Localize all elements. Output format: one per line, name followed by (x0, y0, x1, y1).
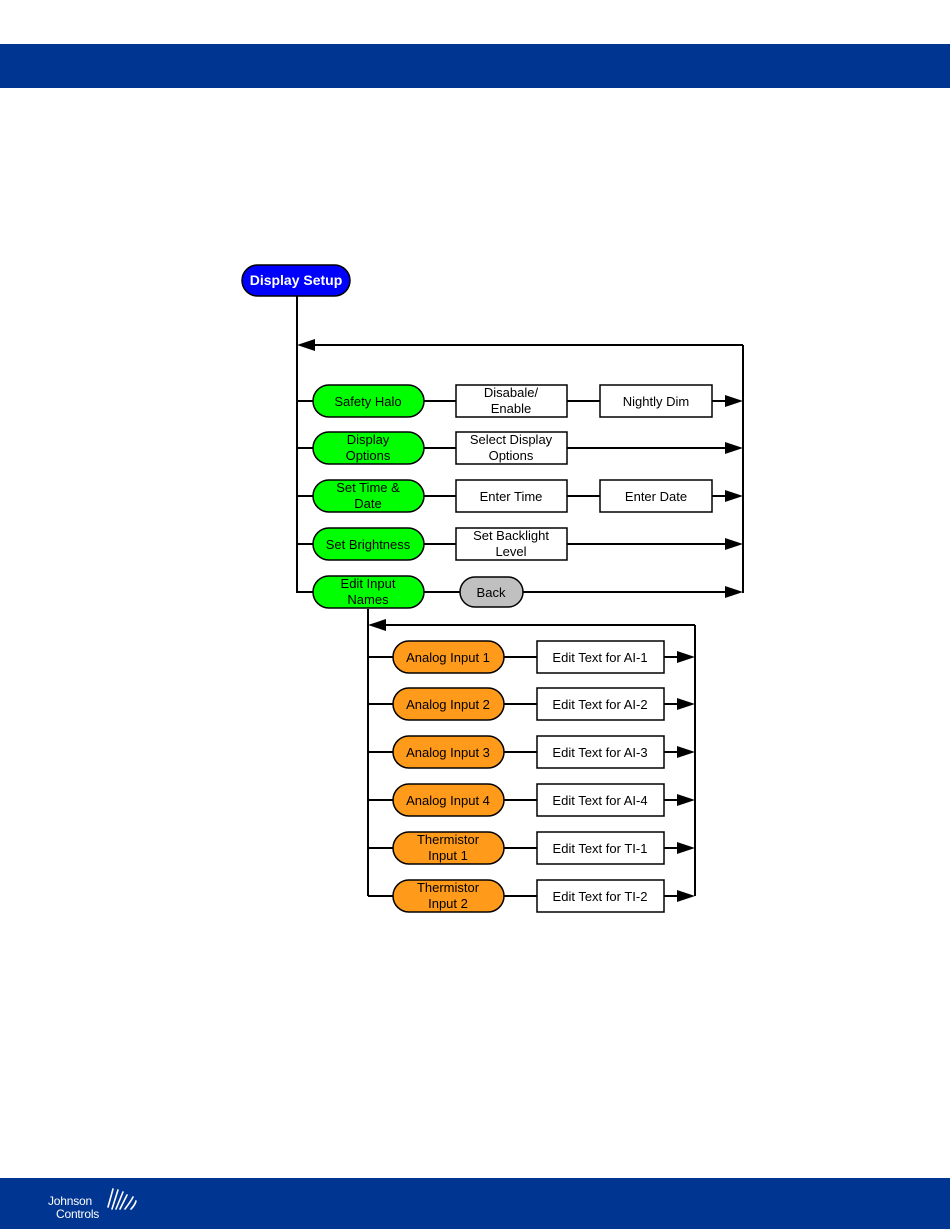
sub-node-analog-input-3: Analog Input 3 (392, 735, 505, 769)
svg-text:Edit Text for AI-2: Edit Text for AI-2 (552, 697, 647, 712)
svg-text:Edit Text for AI-1: Edit Text for AI-1 (552, 650, 647, 665)
menu-node-edit-input-names: Edit Input Names (312, 575, 425, 609)
svg-text:Names: Names (347, 592, 389, 607)
menu-node-safety-halo: Safety Halo (312, 384, 425, 418)
svg-text:Edit Text for TI-2: Edit Text for TI-2 (553, 889, 648, 904)
svg-text:Date: Date (354, 496, 381, 511)
logo-text: Johnson Controls (48, 1195, 99, 1221)
arrow-right-icon (725, 395, 743, 407)
svg-text:Enter Date: Enter Date (625, 489, 687, 504)
svg-text:Enable: Enable (491, 401, 531, 416)
svg-text:Back: Back (477, 585, 506, 600)
logo-mark-icon (107, 1188, 137, 1210)
sub-node-thermistor-input-2: Thermistor Input 2 (392, 879, 505, 913)
svg-text:Level: Level (495, 544, 526, 559)
svg-text:Options: Options (489, 448, 534, 463)
sub-node-analog-input-2: Analog Input 2 (392, 687, 505, 721)
sub-node-thermistor-input-1: Thermistor Input 1 (392, 831, 505, 865)
step-enter-time: Enter Time (455, 479, 568, 513)
step-disable-enable: Disabale/ Enable (455, 384, 568, 418)
root-node-label: Display Setup (250, 272, 343, 288)
arrow-right-icon (725, 586, 743, 598)
logo-line-2: Controls (56, 1207, 100, 1221)
header-bar (0, 44, 950, 88)
step-select-display-options: Select Display Options (455, 431, 568, 465)
menu-node-set-time-date: Set Time & Date (312, 479, 425, 513)
svg-text:Edit Text for AI-4: Edit Text for AI-4 (552, 793, 647, 808)
footer-bar (0, 1178, 950, 1229)
svg-text:Input 1: Input 1 (428, 848, 468, 863)
svg-text:Edit Text for AI-3: Edit Text for AI-3 (552, 745, 647, 760)
svg-text:Analog Input 3: Analog Input 3 (406, 745, 490, 760)
back-node: Back (459, 576, 524, 608)
step-edit-text-ti-2: Edit Text for TI-2 (536, 879, 665, 913)
svg-text:Edit Text for TI-1: Edit Text for TI-1 (553, 841, 648, 856)
menu-node-set-brightness: Set Brightness (312, 527, 425, 561)
logo-line-1: Johnson (48, 1194, 92, 1208)
svg-text:Set Time &: Set Time & (336, 480, 400, 495)
svg-text:Thermistor: Thermistor (417, 832, 480, 847)
johnson-controls-logo-icon: Johnson Controls (44, 1185, 154, 1225)
root-node: Display Setup (241, 264, 351, 297)
svg-text:Input 2: Input 2 (428, 896, 468, 911)
sub-node-analog-input-1: Analog Input 1 (392, 640, 505, 674)
return-arrow-icon (368, 619, 386, 631)
svg-text:Analog Input 2: Analog Input 2 (406, 697, 490, 712)
svg-text:Display: Display (347, 432, 390, 447)
svg-text:Set Backlight: Set Backlight (473, 528, 549, 543)
svg-text:Analog Input 1: Analog Input 1 (406, 650, 490, 665)
step-edit-text-ti-1: Edit Text for TI-1 (536, 831, 665, 865)
step-enter-date: Enter Date (599, 479, 713, 513)
svg-text:Options: Options (346, 448, 391, 463)
step-set-backlight-level: Set Backlight Level (455, 527, 568, 561)
svg-text:Disabale/: Disabale/ (484, 385, 539, 400)
arrow-right-icon (725, 442, 743, 454)
svg-text:Enter Time: Enter Time (480, 489, 543, 504)
step-edit-text-ai-4: Edit Text for AI-4 (536, 783, 665, 817)
sub-row-lines (368, 651, 695, 902)
return-arrow-icon (297, 339, 315, 351)
step-edit-text-ai-3: Edit Text for AI-3 (536, 735, 665, 769)
arrow-right-icon (725, 538, 743, 550)
arrow-right-icon (725, 490, 743, 502)
step-nightly-dim: Nightly Dim (599, 384, 713, 418)
svg-text:Set Brightness: Set Brightness (326, 537, 411, 552)
svg-text:Safety Halo: Safety Halo (334, 394, 401, 409)
step-edit-text-ai-2: Edit Text for AI-2 (536, 687, 665, 721)
step-edit-text-ai-1: Edit Text for AI-1 (536, 640, 665, 674)
svg-text:Select Display: Select Display (470, 432, 553, 447)
svg-text:Analog Input 4: Analog Input 4 (406, 793, 490, 808)
svg-text:Thermistor: Thermistor (417, 880, 480, 895)
svg-text:Nightly Dim: Nightly Dim (623, 394, 689, 409)
sub-node-analog-input-4: Analog Input 4 (392, 783, 505, 817)
menu-node-display-options: Display Options (312, 431, 425, 465)
svg-text:Edit Input: Edit Input (341, 576, 396, 591)
